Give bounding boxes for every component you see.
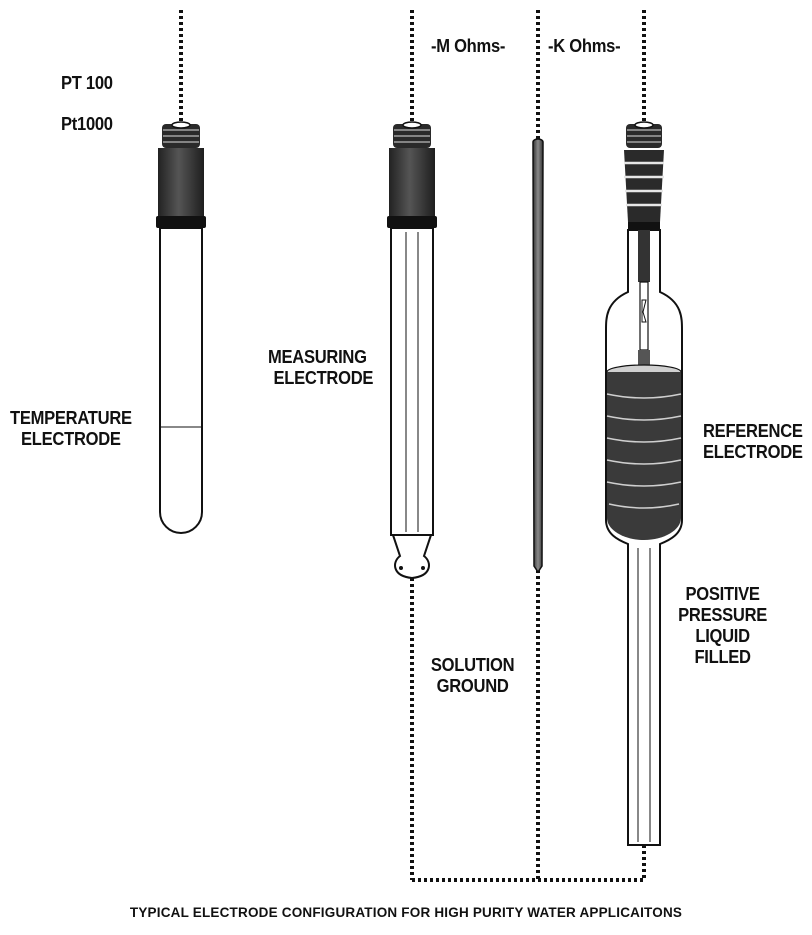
solution-ground-label: SOLUTION GROUND xyxy=(422,655,523,697)
measuring-electrode-label: MEASURING ELECTRODE xyxy=(268,347,373,389)
solution-ground-rod xyxy=(532,138,544,574)
temperature-electrode xyxy=(156,121,206,534)
positive-label-line-4: FILLED xyxy=(694,647,751,667)
positive-label-line-1: POSITIVE xyxy=(685,584,760,604)
reference-label-line-1: REFERENCE xyxy=(703,421,803,441)
wiring xyxy=(179,10,646,882)
k-ohms-label: -K Ohms- xyxy=(548,36,621,56)
positive-label-line-3: LIQUID xyxy=(695,626,750,646)
measuring-electrode xyxy=(387,121,437,580)
positive-label-line-2: PRESSURE xyxy=(678,605,768,625)
temperature-label-line-2: ELECTRODE xyxy=(21,429,121,449)
measuring-label-line-2: ELECTRODE xyxy=(273,368,374,388)
pt1000-label: Pt1000 xyxy=(61,114,113,134)
solution-label-line-2: GROUND xyxy=(436,676,509,696)
diagram-caption: TYPICAL ELECTRODE CONFIGURATION FOR HIGH… xyxy=(129,905,683,920)
reference-electrode-label: REFERENCE ELECTRODE xyxy=(703,421,803,463)
solution-label-line-1: SOLUTION xyxy=(430,655,515,675)
measuring-label-line-1: MEASURING xyxy=(268,347,367,367)
temperature-label-line-1: TEMPERATURE xyxy=(10,408,132,428)
m-ohms-label: -M Ohms- xyxy=(431,36,506,56)
reference-label-line-2: ELECTRODE xyxy=(703,442,803,462)
temperature-electrode-label: TEMPERATURE ELECTRODE xyxy=(10,408,132,450)
positive-pressure-label: POSITIVE PRESSURE LIQUID FILLED xyxy=(672,584,773,668)
reference-electrode xyxy=(605,121,683,846)
pt100-label: PT 100 xyxy=(61,73,113,93)
